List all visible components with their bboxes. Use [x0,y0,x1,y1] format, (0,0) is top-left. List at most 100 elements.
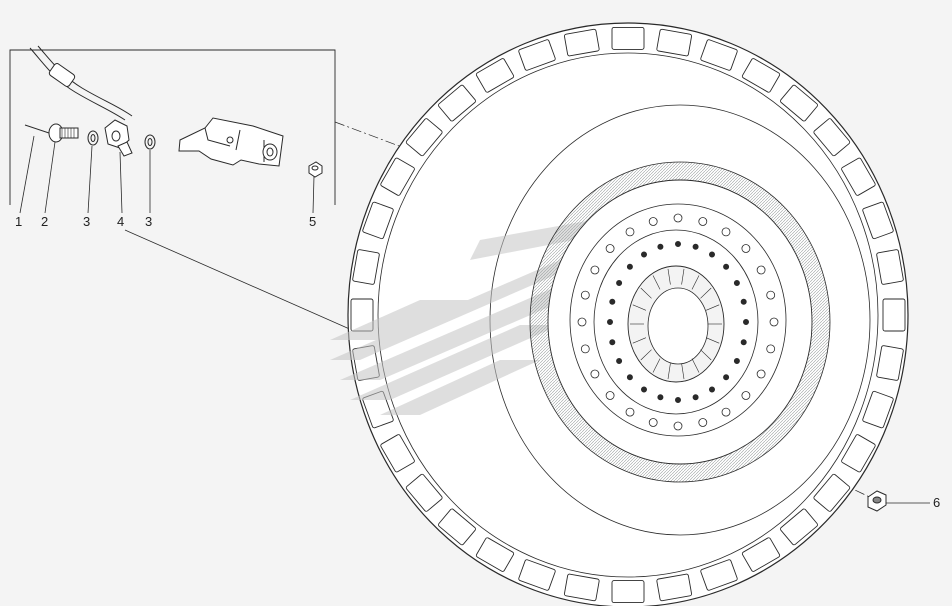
tread-block [352,249,380,285]
wheel-bolt [626,374,633,381]
tread-block [656,573,693,602]
wheel-bolt [723,374,730,381]
callout-3b: 3 [145,214,153,229]
wheel-bolt [709,386,716,393]
tread-block [841,434,876,473]
tread-block [518,39,556,71]
tread-block [862,201,894,240]
wheel-bolt [590,265,600,275]
tread-block [380,434,415,473]
hub-rib [705,304,720,311]
tread-block [876,249,904,285]
hose-icon [29,45,133,121]
hub-rib [652,275,661,290]
hub-rib [632,304,647,311]
tread-block [611,580,645,604]
tread-block [405,473,443,512]
tread-block [813,118,851,157]
tread-block [475,58,515,93]
tread-block [518,559,556,591]
tread-block [700,559,738,591]
wheel-bolt [766,290,776,300]
callout-1: 1 [15,214,23,229]
wheel-bolt [721,227,731,237]
wheel-bolt [698,418,708,427]
wheel-bolt [648,418,658,427]
wheel-bolt [743,318,750,325]
tread-block [438,84,476,122]
wheel-bolt [616,357,623,364]
tread-block [876,345,904,381]
wheel-bolt [675,240,682,247]
wheel-bolt [733,357,740,364]
tread-block [438,508,476,546]
wheel-bolt [769,317,779,327]
wheel-bolt [609,339,616,346]
tread-block [380,157,415,196]
washer-icon [87,130,156,150]
wheel-bolt [580,344,590,354]
wheel-bolt [648,217,658,226]
wheel-bolt [709,251,716,258]
hub-rib [640,349,652,361]
tread-block [780,84,818,122]
wheel-bolt [756,265,766,275]
hub-rib [691,358,700,373]
wheel-bolt [740,339,747,346]
tread-block [813,473,851,512]
hub-rib [681,268,685,285]
wheel-bolt [733,279,740,286]
nut-icon [867,490,887,512]
tread-block [563,28,600,57]
valve-icon [24,123,79,143]
wheel-bolt [741,244,751,253]
wheel-bolt [641,386,648,393]
tread-block [563,573,600,602]
wheel-bolt [756,369,766,379]
tread-block [475,537,515,572]
tread-block [611,26,645,50]
tread-block [841,157,876,196]
nut-icon [308,161,323,178]
wheel-bolt [657,243,664,250]
tread-block [741,537,781,572]
tread-block [700,39,738,71]
wheel-bolt [625,227,635,237]
tread-block [862,390,894,429]
wheel-bolt [577,317,587,327]
callout-3: 3 [83,214,91,229]
wheel-bolt [607,318,614,325]
hub-rib [681,363,685,380]
tread-block [780,508,818,546]
wheel-bolt [675,396,682,403]
hub-rib [705,337,720,344]
hub-rib [667,363,671,380]
wheel-bolt [766,344,776,354]
wheel-bolt [626,263,633,270]
tread-block [882,298,906,332]
bracket-icon [178,117,284,167]
wheel-bolt [605,244,615,253]
wheel-bolt [580,290,590,300]
hub-rib [700,287,712,299]
hub-rib [652,358,661,373]
wheel-bolt [698,217,708,226]
wheel-bolt [625,407,635,417]
hub-rib [640,287,652,299]
wheel-bolt [740,298,747,305]
tread-block [656,28,693,57]
wheel-bolt [692,243,699,250]
wheel-bolt [692,394,699,401]
callout-4: 4 [117,214,125,229]
wheel-bolt [641,251,648,258]
wheel-bolt [721,407,731,417]
wheel-bolt [609,298,616,305]
callout-5: 5 [309,214,317,229]
wheel-bolt [590,369,600,379]
tread-block [362,201,394,240]
tread-block [405,118,443,157]
callout-6: 6 [933,495,941,510]
inset-frame [9,49,336,205]
hub-rib [667,268,671,285]
